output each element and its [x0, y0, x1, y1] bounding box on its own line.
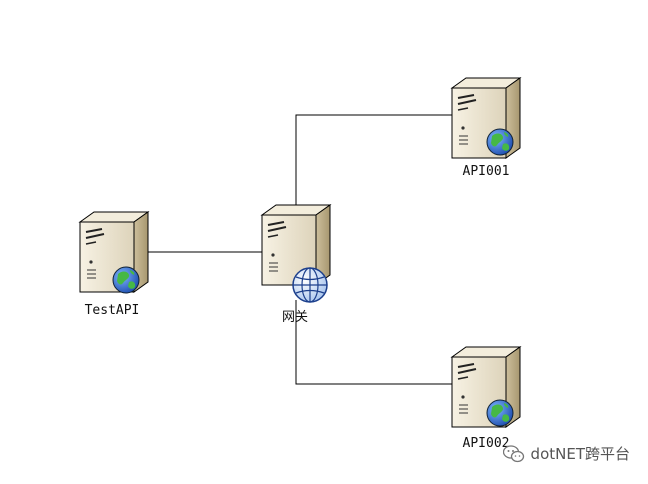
globe-icon [486, 128, 514, 156]
label-api002: API002 [462, 436, 510, 451]
server-gateway[interactable] [261, 204, 331, 303]
label-gateway: 网关 [281, 310, 309, 325]
globe-icon [486, 399, 514, 427]
wechat-icon [502, 444, 524, 462]
server-api002[interactable] [451, 346, 521, 428]
label-testapi: TestAPI [84, 303, 140, 318]
label-api001: API001 [462, 164, 510, 179]
edge-gateway-api002 [295, 300, 452, 385]
server-api001[interactable] [451, 77, 521, 159]
server-testapi[interactable] [79, 211, 149, 294]
watermark-text: dotNET跨平台 [530, 445, 630, 463]
watermark: dotNET跨平台 [502, 443, 630, 464]
network-globe-icon [292, 267, 328, 303]
edge-gateway-api001 [295, 114, 452, 205]
globe-icon [112, 266, 140, 294]
